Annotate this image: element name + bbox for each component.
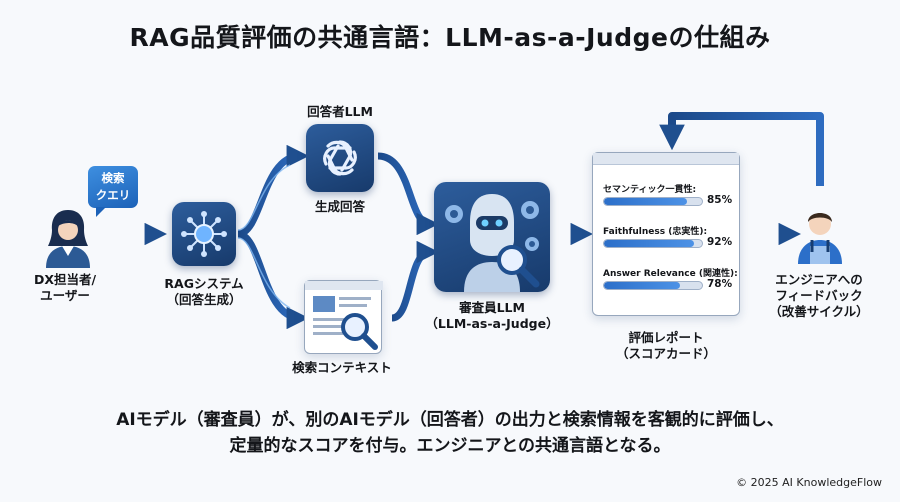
report-label: 評価レポート （スコアカード）	[615, 330, 716, 361]
copyright-notice: © 2025 AI KnowledgeFlow	[736, 476, 882, 489]
metric-bar	[603, 239, 703, 248]
metric-score: 78%	[707, 278, 733, 290]
rag-label: RAGシステム （回答生成）	[164, 276, 244, 307]
metric-bar-fill	[604, 282, 681, 289]
arrow-answer-to-judge	[377, 152, 439, 236]
judge-llm-tile	[434, 182, 550, 292]
caption-line-1: AIモデル（審査員）が、別のAIモデル（回答者）の出力と検索情報を客観的に評価し…	[116, 410, 784, 430]
context-label: 検索コンテキスト	[292, 360, 392, 375]
arrow-rag-to-answer	[237, 144, 309, 238]
score-card-header	[593, 153, 739, 165]
engineer-label: エンジニアへの フィードバック （改善サイクル）	[769, 272, 869, 319]
caption-line-2: 定量的なスコアを付与。エンジニアとの共通言語となる。	[229, 436, 671, 456]
document-magnifier-icon	[305, 281, 383, 350]
page-title: RAG品質評価の共通言語：LLM-as-a-Judgeの仕組み	[129, 23, 771, 52]
network-hub-icon	[181, 211, 227, 257]
metric-score: 85%	[707, 194, 733, 206]
metric-score: 92%	[707, 236, 733, 248]
robot-judge-icon	[445, 194, 540, 292]
metric-bar-fill	[604, 198, 688, 205]
engineer-icon	[798, 213, 842, 264]
judge-label: 審査員LLM （LLM-as-a-Judge）	[425, 300, 559, 331]
metric-bar-fill	[604, 240, 695, 247]
user-label: DX担当者/ ユーザー	[33, 272, 97, 303]
search-query-bubble: 検索 クエリ	[88, 166, 138, 217]
feedback-loop-arrow	[659, 112, 824, 186]
openai-knot-icon	[323, 140, 357, 176]
metric-label: セマンティック一貫性:	[603, 185, 697, 195]
user-icon	[46, 210, 90, 268]
metric-bar	[603, 281, 703, 290]
metric-label: Faithfulness (忠実性):	[603, 227, 708, 237]
arrow-context-to-judge	[391, 240, 439, 322]
context-document-card	[304, 280, 383, 354]
answer-llm-tile	[306, 124, 374, 192]
answer-llm-label: 生成回答	[314, 199, 365, 214]
metric-bar	[603, 197, 703, 206]
rag-system-tile	[172, 202, 236, 266]
answer-llm-title: 回答者LLM	[307, 104, 373, 119]
metric-label: Answer Relevance (関連性):	[603, 269, 738, 279]
